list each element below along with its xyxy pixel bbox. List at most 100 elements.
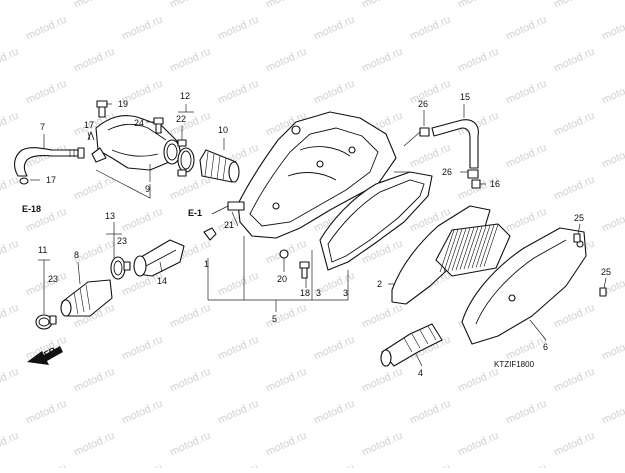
- callout-16: 16: [490, 179, 500, 189]
- watermark-text: motod.ru: [0, 0, 21, 11]
- watermark-text: motod.ru: [600, 141, 625, 170]
- watermark-text: motod.ru: [0, 109, 21, 138]
- watermark-text: motod.ru: [216, 461, 260, 468]
- watermark-text: motod.ru: [120, 397, 164, 426]
- watermark-text: motod.ru: [312, 333, 356, 362]
- watermark-text: motod.ru: [24, 13, 68, 42]
- watermark-text: motod.ru: [360, 301, 404, 330]
- callout-21: 21: [224, 220, 234, 230]
- callout-24: 24: [134, 118, 144, 128]
- part-4-drain-tube: [380, 323, 443, 367]
- watermark-text: motod.ru: [504, 141, 548, 170]
- watermark-text: motod.ru: [264, 365, 308, 394]
- filter-pleat: [443, 229, 459, 272]
- callout-3: 3: [343, 288, 348, 298]
- watermark-text: motod.ru: [264, 429, 308, 458]
- callout-6: 6: [543, 342, 548, 352]
- part-11-clamp: [35, 314, 57, 330]
- watermark-text: motod.ru: [72, 365, 116, 394]
- watermark-text: motod.ru: [24, 397, 68, 426]
- callout-9: 9: [145, 184, 150, 194]
- filter-pleat: [475, 225, 491, 268]
- watermark-text: motod.ru: [0, 301, 21, 330]
- watermark-text: motod.ru: [600, 397, 625, 426]
- part-24-bolt: [153, 117, 164, 134]
- watermark-text: motod.ru: [504, 333, 548, 362]
- watermark-text: motod.ru: [408, 77, 452, 106]
- part-15-hose: [431, 119, 479, 169]
- watermark-text: motod.ru: [24, 77, 68, 106]
- callout-11: 11: [38, 245, 47, 255]
- callouts: 19 7 17 24 9 17 12 22 10 21 1 5 20 18 3 …: [38, 91, 611, 378]
- callout-25: 25: [574, 213, 584, 223]
- figure-code: KTZIF1800: [494, 360, 535, 369]
- filter-pleat: [451, 228, 467, 271]
- watermark-text: motod.ru: [408, 397, 452, 426]
- watermark-text: motod.ru: [0, 173, 21, 202]
- watermark-text: motod.ru: [0, 365, 21, 394]
- watermark-text: motod.ru: [552, 0, 596, 11]
- watermark-text: motod.ru: [552, 45, 596, 74]
- watermark-text: motod.ru: [72, 173, 116, 202]
- part-19-bolt: [96, 100, 108, 118]
- watermark-text: motod.ru: [216, 269, 260, 298]
- watermark-text: motod.ru: [504, 205, 548, 234]
- callout-20: 20: [277, 274, 287, 284]
- callout-14: 14: [157, 276, 167, 286]
- watermark-text: motod.ru: [504, 13, 548, 42]
- part-18-bolt: [299, 261, 310, 279]
- watermark-text: motod.ru: [24, 269, 68, 298]
- filter-pleat: [455, 227, 471, 271]
- filter-pleat: [463, 226, 479, 270]
- watermark-text: motod.ru: [456, 45, 500, 74]
- leader-lines: [30, 103, 607, 367]
- watermark-text: motod.ru: [0, 429, 21, 458]
- callout-26: 26: [418, 99, 428, 109]
- watermark-text: motod.ru: [120, 461, 164, 468]
- callout-7: 7: [40, 122, 45, 132]
- callout-15: 15: [460, 92, 470, 102]
- callout-3: 3: [316, 288, 321, 298]
- callout-13: 13: [105, 211, 115, 221]
- watermark-text: motod.ru: [312, 461, 356, 468]
- callout-12: 12: [180, 91, 190, 101]
- part-8-joint-tube: [60, 279, 113, 317]
- callout-18: 18: [300, 288, 310, 298]
- watermark-text: motod.ru: [120, 333, 164, 362]
- watermark-text: motod.ru: [504, 77, 548, 106]
- watermark-text: motod.ru: [552, 301, 596, 330]
- watermark-text: motod.ru: [168, 429, 212, 458]
- watermark-text: motod.ru: [360, 429, 404, 458]
- watermark-text: motod.ru: [456, 365, 500, 394]
- callout-26: 26: [442, 167, 452, 177]
- watermark-text: motod.ru: [264, 45, 308, 74]
- callout-2: 2: [377, 279, 382, 289]
- callout-23: 23: [48, 274, 58, 284]
- watermark-text: motod.ru: [216, 397, 260, 426]
- watermark-text: motod.ru: [120, 205, 164, 234]
- watermark-text: motod.ru: [120, 13, 164, 42]
- watermark-text: motod.ru: [360, 0, 404, 11]
- callout-23: 23: [117, 236, 127, 246]
- watermark-text: motod.ru: [216, 77, 260, 106]
- callout-25: 25: [601, 267, 611, 277]
- callout-17: 17: [84, 120, 94, 130]
- watermark-text: motod.ru: [552, 173, 596, 202]
- watermark-text: motod.ru: [72, 429, 116, 458]
- watermark-text: motod.ru: [216, 333, 260, 362]
- callout-10: 10: [218, 125, 228, 135]
- part-23-clamp: [110, 256, 131, 280]
- filter-pleat: [483, 224, 499, 267]
- part-14-sleeve: [133, 239, 185, 277]
- watermark-text: motod.ru: [0, 45, 21, 74]
- watermark-text: motod.ru: [552, 365, 596, 394]
- watermark-text: motod.ru: [168, 0, 212, 11]
- callout-8: 8: [74, 250, 79, 260]
- section-ref-e1: E-1: [188, 208, 202, 218]
- part-3-gasket: [319, 171, 433, 271]
- part-16-cap: [471, 179, 481, 189]
- watermark-text: motod.ru: [72, 45, 116, 74]
- part-1-cleaner-case: [203, 111, 397, 241]
